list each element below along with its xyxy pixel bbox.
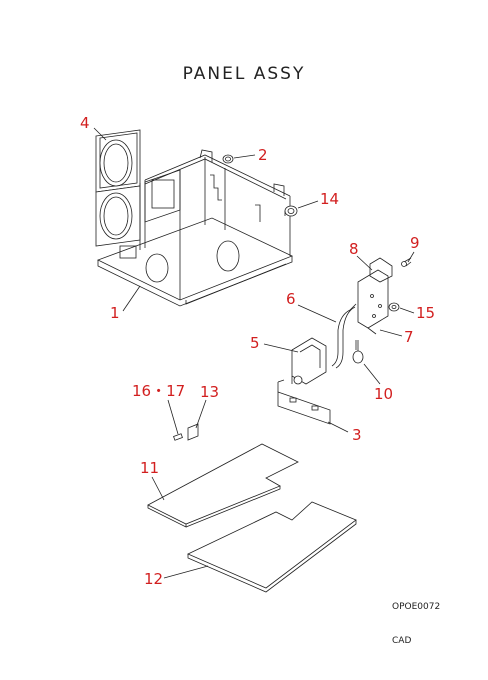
part-16-17-sensor [173,433,183,441]
footer-label: CAD [392,636,412,646]
callout-8: 8 [349,240,359,258]
part-5-bracket [291,337,327,385]
diagram-title: PANEL ASSY [182,64,306,84]
callouts: 4 2 14 1 8 9 15 7 6 5 10 3 16・17 13 11 1… [80,114,435,588]
callout-1: 1 [110,304,120,322]
callout-6: 6 [286,290,296,308]
part-3-rail [277,379,331,425]
part-11-panel [147,443,299,528]
part-7-8-control-plate [357,257,393,335]
part-12-panel [187,501,357,593]
part-13-clip [187,423,199,441]
callout-16-17: 16・17 [132,382,185,400]
callout-5: 5 [250,334,260,352]
leader-lines [93,127,415,579]
callout-13: 13 [200,383,219,401]
part-15-nut [388,302,400,312]
part-6-cable [331,303,357,369]
callout-10: 10 [374,385,393,403]
callout-3: 3 [352,426,362,444]
callout-7: 7 [404,328,414,346]
part-2-grommet [222,154,234,164]
drawing-code: OPOE0072 [392,602,441,612]
part-14-bushing [284,205,298,217]
part-4-duct-collars [95,129,141,247]
callout-11: 11 [140,459,159,477]
part-1-casing [96,149,294,307]
callout-2: 2 [258,146,268,164]
part-10-knob [352,340,364,364]
callout-9: 9 [410,234,420,252]
callout-12: 12 [144,570,163,588]
callout-14: 14 [320,190,339,208]
callout-4: 4 [80,114,90,132]
callout-15: 15 [416,304,435,322]
